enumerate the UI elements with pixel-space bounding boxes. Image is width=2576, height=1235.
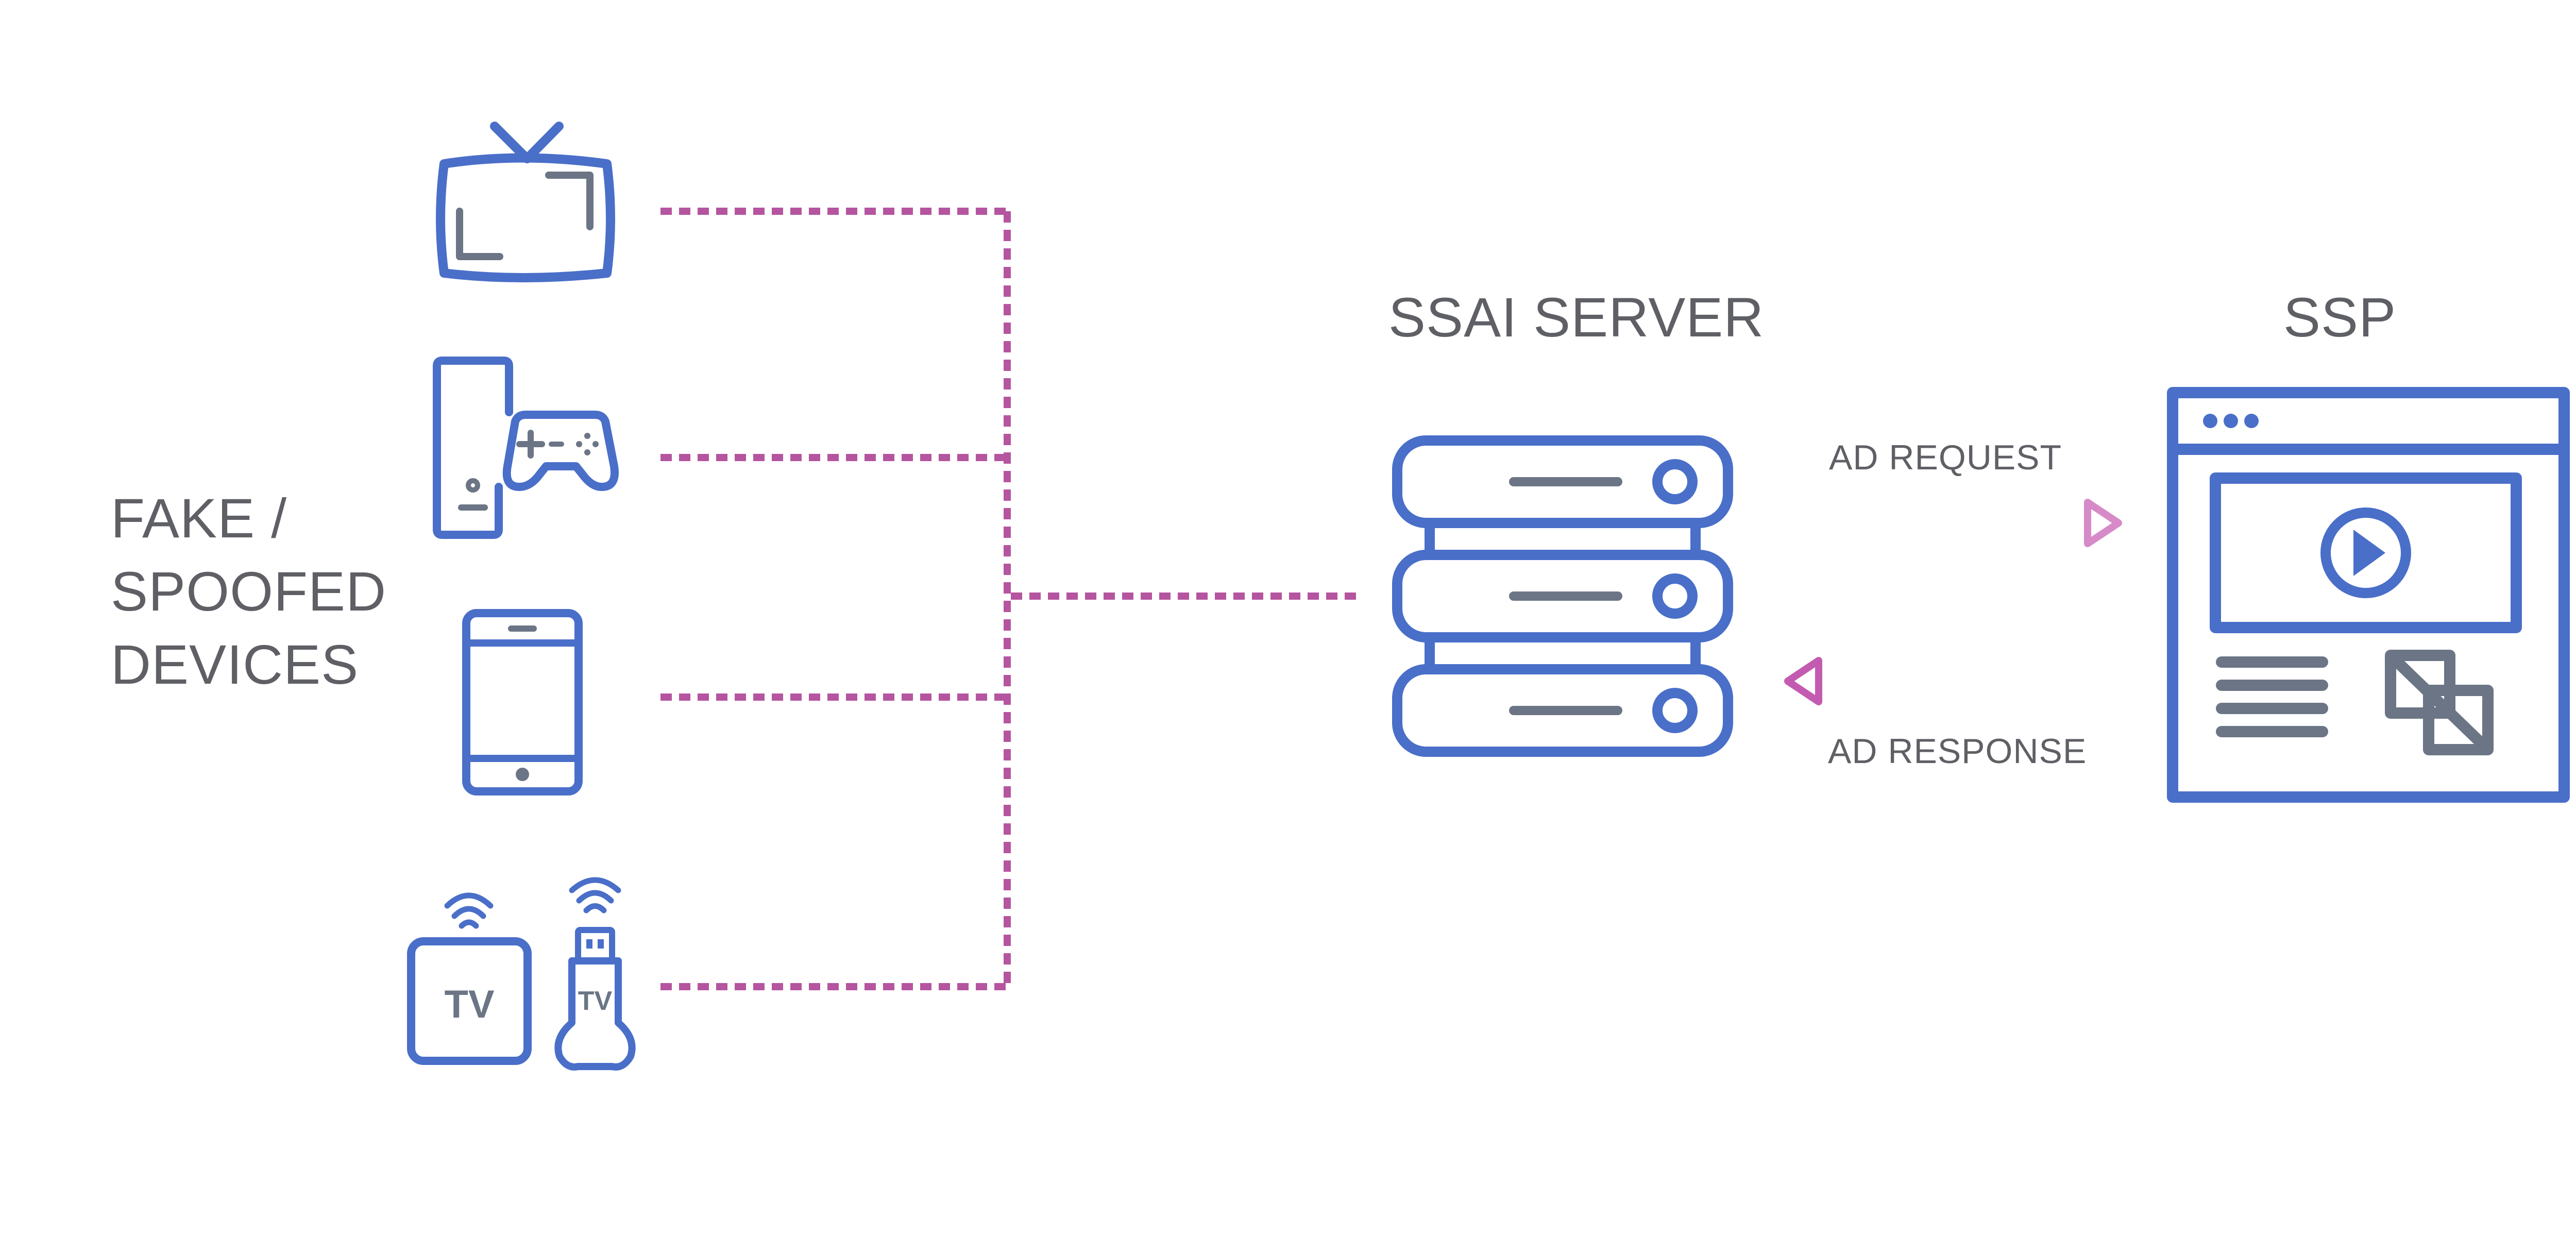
tv-stick-icon: TV [554, 877, 636, 1071]
server-icon [1392, 435, 1733, 757]
tv-box-label: TV [444, 983, 494, 1026]
device-connectors [660, 208, 1360, 990]
ssp-title: SSP [2283, 286, 2397, 348]
smartphone-icon [462, 609, 583, 796]
tv-box-icon: TV [407, 892, 532, 1065]
server-title: SSAI SERVER [1388, 286, 1765, 348]
ad-response-label: AD RESPONSE [1828, 732, 2087, 771]
ad-request-arrow [1792, 499, 2122, 547]
ad-request-label: AD REQUEST [1829, 438, 2062, 477]
ad-response-arrow [1784, 657, 2117, 705]
ssp-browser-icon [2167, 387, 2570, 803]
devices-label: FAKE / SPOOFED DEVICES [111, 487, 387, 696]
smart-tv-icon [436, 122, 615, 282]
game-console-icon [433, 357, 619, 539]
tv-stick-label: TV [578, 986, 613, 1016]
